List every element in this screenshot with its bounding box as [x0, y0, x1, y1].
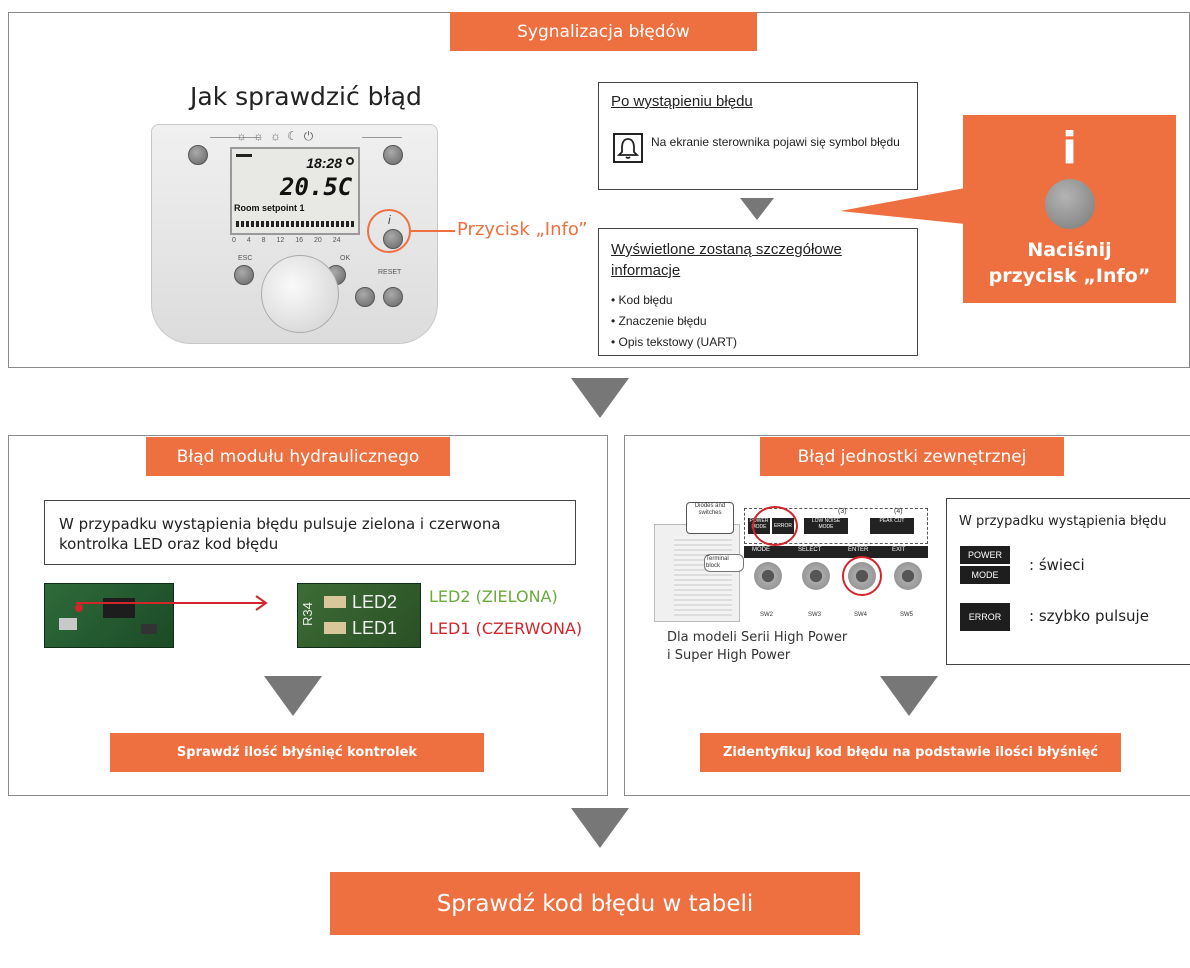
lights-label: : świeci — [1029, 556, 1085, 574]
unit-mode-label: MODE — [752, 547, 770, 553]
fast-blink-label: : szybko pulsuje — [1029, 607, 1149, 625]
model-caption-1: Dla modeli Serii High Power — [667, 630, 848, 645]
led2-green-label: LED2 (ZIELONA) — [429, 587, 558, 606]
pcb-led1-label: LED1 — [352, 618, 398, 638]
after-error-title: Po wystąpieniu błędu — [611, 93, 753, 110]
thermostat-esc-button — [234, 265, 254, 285]
press-info-text-2: przycisk „Info” — [988, 265, 1151, 287]
mode-key: MODE — [960, 566, 1010, 584]
model-caption-2: i Super High Power — [667, 648, 791, 663]
pcb-zoom-arrow — [76, 595, 268, 611]
thermostat-dial — [261, 255, 339, 333]
outdoor-unit-image: Diodes and switches Terminal block POWER… — [652, 500, 928, 625]
thermostat-top-line-left — [210, 137, 260, 138]
outdoor-legend-box: W przypadku wystąpienia błędu POWER MODE… — [946, 498, 1190, 665]
info-callout-line — [411, 230, 455, 232]
press-info-pointer — [840, 188, 965, 224]
pcb-led2-label: LED2 — [352, 592, 398, 612]
diodes-label: Diodes and switches — [694, 503, 726, 516]
highlight-circle-enter — [842, 556, 882, 596]
details-item-1: • Kod błędu — [611, 293, 673, 307]
after-error-text: Na ekranie sterownika pojawi się symbol … — [651, 135, 900, 149]
top-header: Sygnalizacja błędów — [450, 12, 757, 51]
press-info-panel: i Naciśnij przycisk „Info” — [963, 115, 1176, 303]
thermostat-button-bottom-2 — [383, 287, 403, 307]
info-callout-label: Przycisk „Info” — [457, 219, 588, 240]
thermostat-image: ☼☼☼☾⏻ 18:28 20.5C Room setpoint 1 0 4 8 … — [151, 124, 438, 344]
unit-exit-label: EXIT — [892, 547, 906, 553]
thermostat-top-line-right — [362, 137, 402, 138]
arrow-down-left — [264, 676, 322, 716]
thermostat-button-bottom-1 — [355, 287, 375, 307]
arrow-down-right — [880, 676, 938, 716]
details-item-2: • Znaczenie błędu — [611, 314, 707, 328]
how-to-check-title: Jak sprawdzić błąd — [190, 82, 422, 111]
terminal-label: Terminal block — [704, 554, 744, 572]
peak-cut-small: PEAK CUT — [870, 518, 914, 534]
thermostat-esc-label: ESC — [238, 255, 253, 262]
info-button-graphic — [1045, 179, 1095, 229]
hydraulic-module-header: Błąd modułu hydraulicznego — [146, 437, 450, 476]
highlight-circle-error — [752, 506, 798, 546]
details-item-3: • Opis tekstowy (UART) — [611, 335, 737, 349]
error-key: ERROR — [960, 603, 1010, 631]
identify-error-code-action: Zidentyfikuj kod błędu na podstawie iloś… — [700, 733, 1121, 772]
info-letter: i — [1061, 123, 1078, 174]
sun-icon — [346, 157, 354, 165]
info-button-highlight — [367, 209, 411, 253]
check-code-table-action: Sprawdź kod błędu w tabeli — [330, 872, 860, 935]
press-info-text-1: Naciśnij — [1027, 239, 1112, 261]
outdoor-unit-header: Błąd jednostki zewnętrznej — [760, 437, 1064, 476]
bell-icon — [613, 133, 643, 163]
pcb-r34-label: R34 — [300, 602, 315, 626]
legend-title: W przypadku wystąpienia błędu — [959, 514, 1167, 529]
unit-sw2: SW2 — [760, 612, 774, 618]
unit-sw4: SW4 — [854, 612, 868, 618]
led1-red-label: LED1 (CZERWONA) — [429, 619, 583, 638]
pcb-board-image — [44, 583, 174, 648]
thermostat-scale: 0 4 8 12 16 20 24 — [232, 237, 341, 244]
unit-sw5: SW5 — [900, 612, 914, 618]
unit-sw3: SW3 — [808, 612, 822, 618]
hydraulic-info-box: W przypadku wystąpienia błędu pulsuje zi… — [44, 500, 576, 565]
details-box: Wyświetlone zostaną szczegółowe informac… — [598, 228, 918, 356]
thermostat-mode-icons: ☼☼☼☾⏻ — [236, 129, 320, 143]
power-key: POWER — [960, 546, 1010, 564]
unit-n3: (3) — [838, 508, 847, 515]
thermostat-display: 18:28 20.5C Room setpoint 1 — [230, 147, 360, 235]
thermostat-button-top-right — [383, 145, 403, 165]
hydraulic-info-text: W przypadku wystąpienia błędu pulsuje zi… — [59, 515, 501, 553]
unit-n4: (4) — [894, 508, 903, 515]
thermostat-reset-label: RESET — [378, 269, 402, 276]
unit-select-label: SELECT — [798, 547, 822, 553]
thermostat-ok-label: OK — [340, 255, 351, 262]
pcb-led-closeup-image: R34 LED2 LED1 — [297, 583, 421, 648]
after-error-box: Po wystąpieniu błędu Na ekranie sterowni… — [598, 82, 918, 190]
display-time: 18:28 — [306, 155, 342, 171]
details-title: Wyświetlone zostaną szczegółowe informac… — [611, 241, 842, 279]
display-setpoint: Room setpoint 1 — [234, 203, 305, 213]
thermostat-button-top-left — [188, 145, 208, 165]
check-led-flashes-action: Sprawdź ilość błyśnięć kontrolek — [110, 733, 484, 772]
display-temperature: 20.5C — [280, 173, 353, 201]
display-bar — [236, 221, 354, 227]
low-noise-small: LOW NOISE MODE — [804, 518, 848, 534]
arrow-down-top-boxes — [740, 198, 774, 220]
arrow-down-bottom — [571, 808, 629, 848]
unit-enter-label: ENTER — [848, 547, 869, 553]
arrow-down-top — [571, 378, 629, 418]
